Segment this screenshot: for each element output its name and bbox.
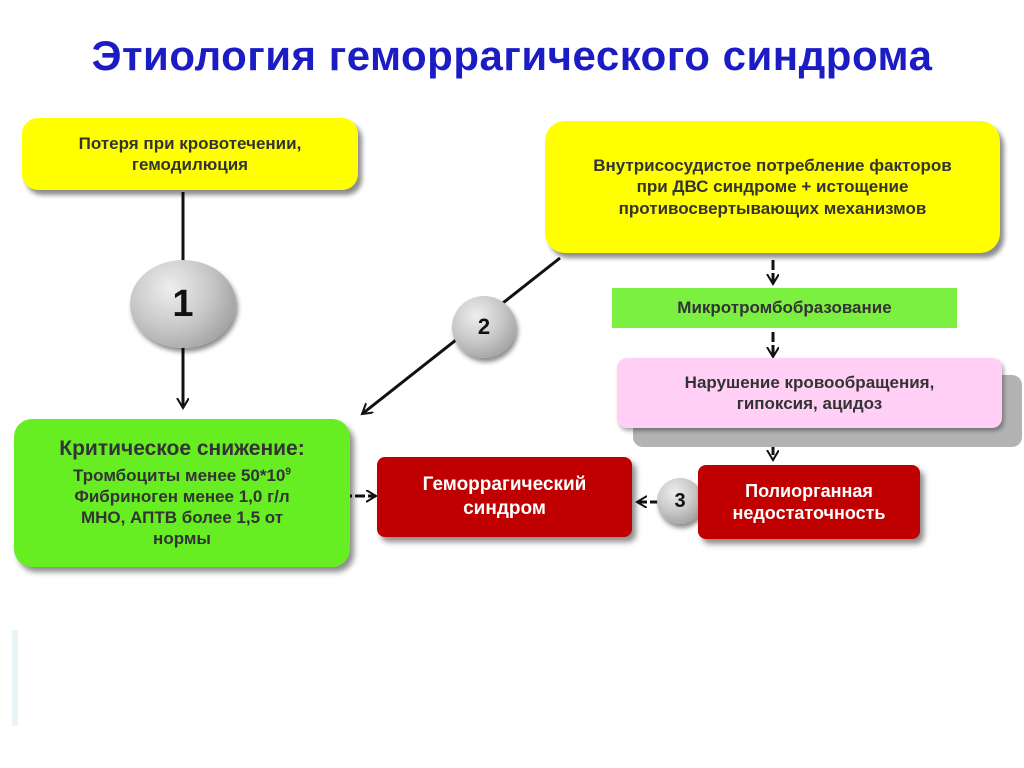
marker-one: 1 (130, 260, 236, 348)
marker-three-label: 3 (674, 489, 686, 512)
circulation-box: Нарушение кровообращения, гипоксия, ацид… (617, 358, 1002, 428)
circulation-box-text: Нарушение кровообращения, гипоксия, ацид… (684, 372, 935, 413)
multiorgan-box-text: Полиорганная недостаточность (732, 480, 886, 524)
hemorrhagic-box: Геморрагический синдром (377, 457, 632, 537)
marker-one-label: 1 (172, 282, 194, 325)
microthrombus-box-text: Микротромбобразование (677, 298, 892, 318)
loss-box: Потеря при кровотечении, гемодилюция (22, 118, 358, 190)
left-edge-artifact (12, 630, 18, 726)
critical-box: Критическое снижение: Тромбоциты менее 5… (14, 419, 350, 567)
consumption-box: Внутрисосудистое потребление факторов пр… (545, 121, 1000, 253)
critical-box-heading: Критическое снижение: (59, 437, 305, 461)
critical-box-platelets: Тромбоциты менее 50*109 (73, 465, 291, 485)
marker-two: 2 (452, 296, 516, 358)
hemorrhagic-box-text: Геморрагический синдром (422, 474, 587, 519)
loss-box-text: Потеря при кровотечении, гемодилюция (78, 133, 302, 174)
critical-box-inr: МНО, АПТВ более 1,5 от (80, 508, 284, 528)
critical-box-fibrinogen: Фибриноген менее 1,0 г/л (74, 486, 290, 506)
microthrombus-box: Микротромбобразование (612, 288, 957, 328)
multiorgan-box: Полиорганная недостаточность (698, 465, 920, 539)
marker-two-label: 2 (477, 314, 491, 339)
consumption-box-text: Внутрисосудистое потребление факторов пр… (593, 156, 952, 218)
slide-title: Этиология геморрагического синдрома (91, 32, 933, 79)
critical-box-norm: нормы (153, 529, 211, 549)
marker-three: 3 (657, 478, 703, 524)
